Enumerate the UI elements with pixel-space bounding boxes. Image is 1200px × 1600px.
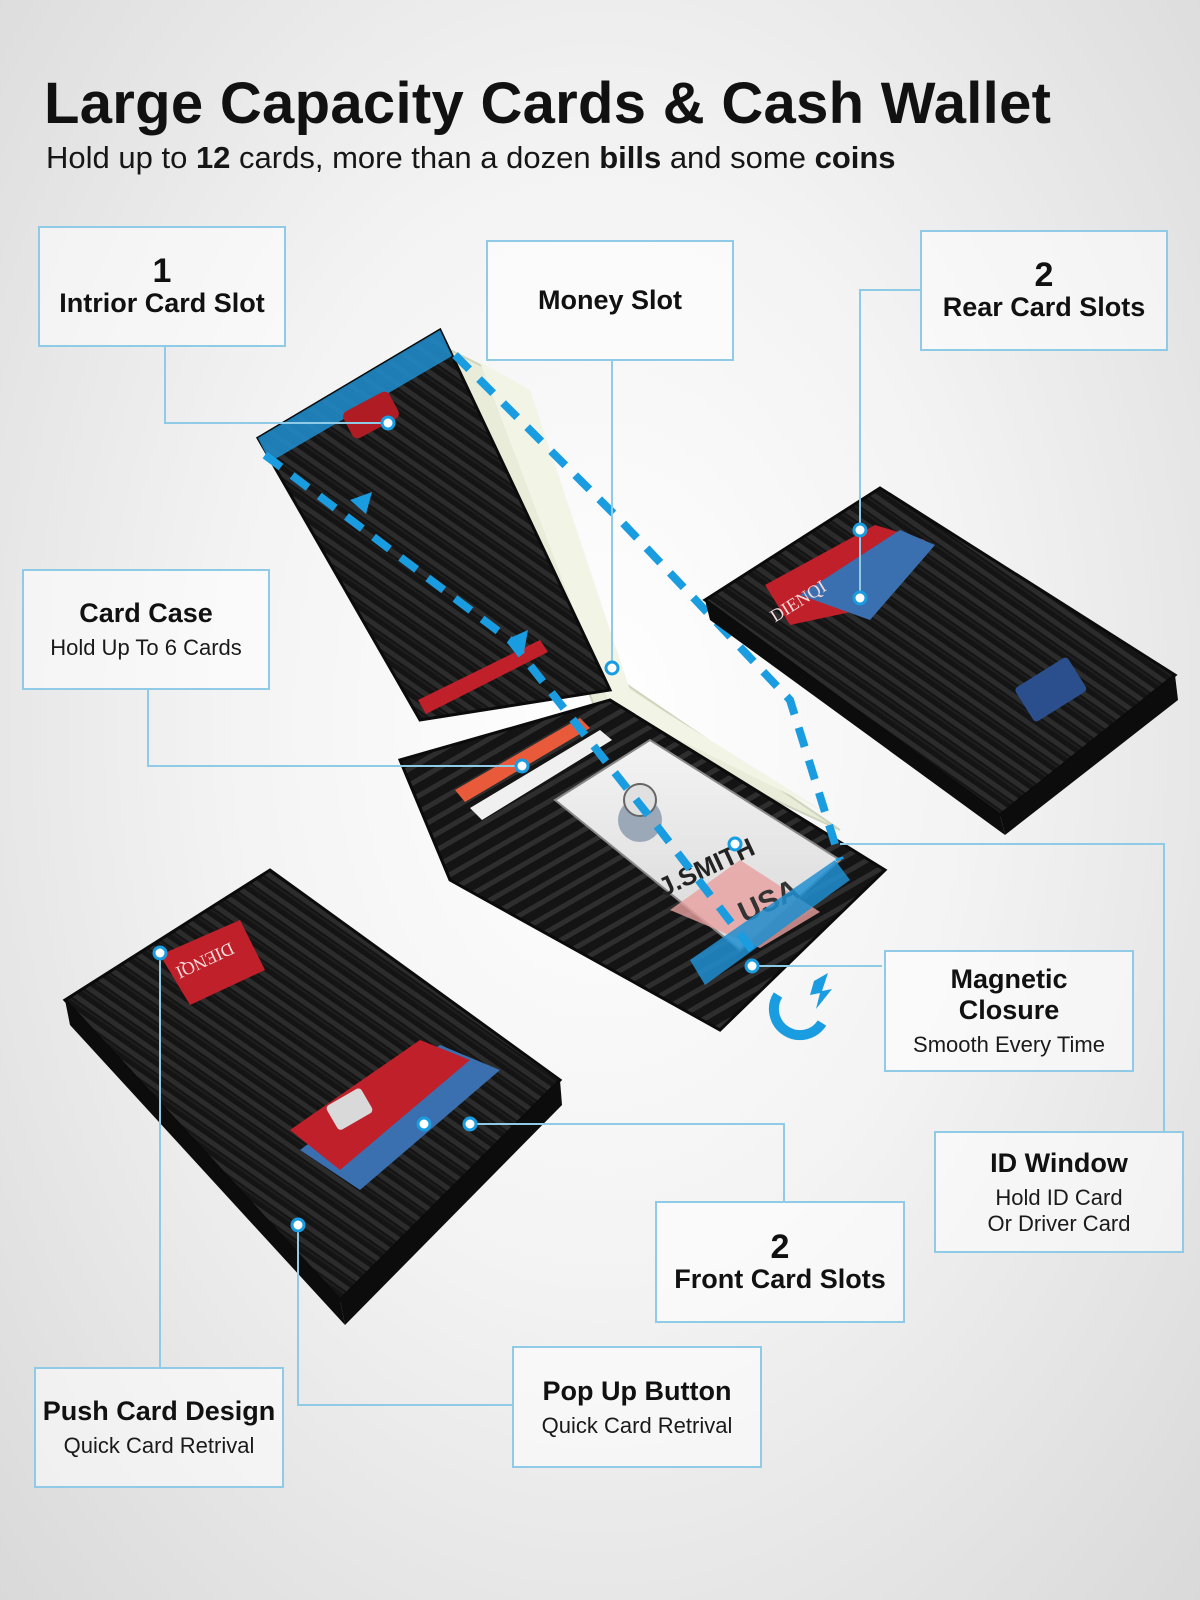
callout-front-card-slots: 2 Front Card Slots: [655, 1201, 905, 1323]
callout-interior-card-slot: 1 Intrior Card Slot: [38, 226, 286, 347]
callout-magnetic-closure: Magnetic Closure Smooth Every Time: [884, 950, 1134, 1072]
front-wallet: DIENQI: [62, 868, 563, 1325]
connector-lines: [147, 289, 1165, 1406]
magnet-icon: [768, 973, 832, 1041]
callout-rear-card-slots: 2 Rear Card Slots: [920, 230, 1168, 351]
page-subtitle: Hold up to 12 cards, more than a dozen b…: [46, 140, 896, 175]
open-wallet: J.SMITH USA: [255, 327, 888, 1032]
callout-card-case: Card Case Hold Up To 6 Cards: [22, 569, 270, 690]
rear-wallet: DIENQI: [702, 486, 1178, 835]
connector-dots: [152, 415, 868, 1233]
page-title: Large Capacity Cards & Cash Wallet: [44, 71, 1052, 136]
callout-id-window: ID Window Hold ID Card Or Driver Card: [934, 1131, 1184, 1253]
callout-money-slot: Money Slot: [486, 240, 734, 361]
callout-pop-up-button: Pop Up Button Quick Card Retrival: [512, 1346, 762, 1468]
callout-push-card-design: Push Card Design Quick Card Retrival: [34, 1367, 284, 1488]
